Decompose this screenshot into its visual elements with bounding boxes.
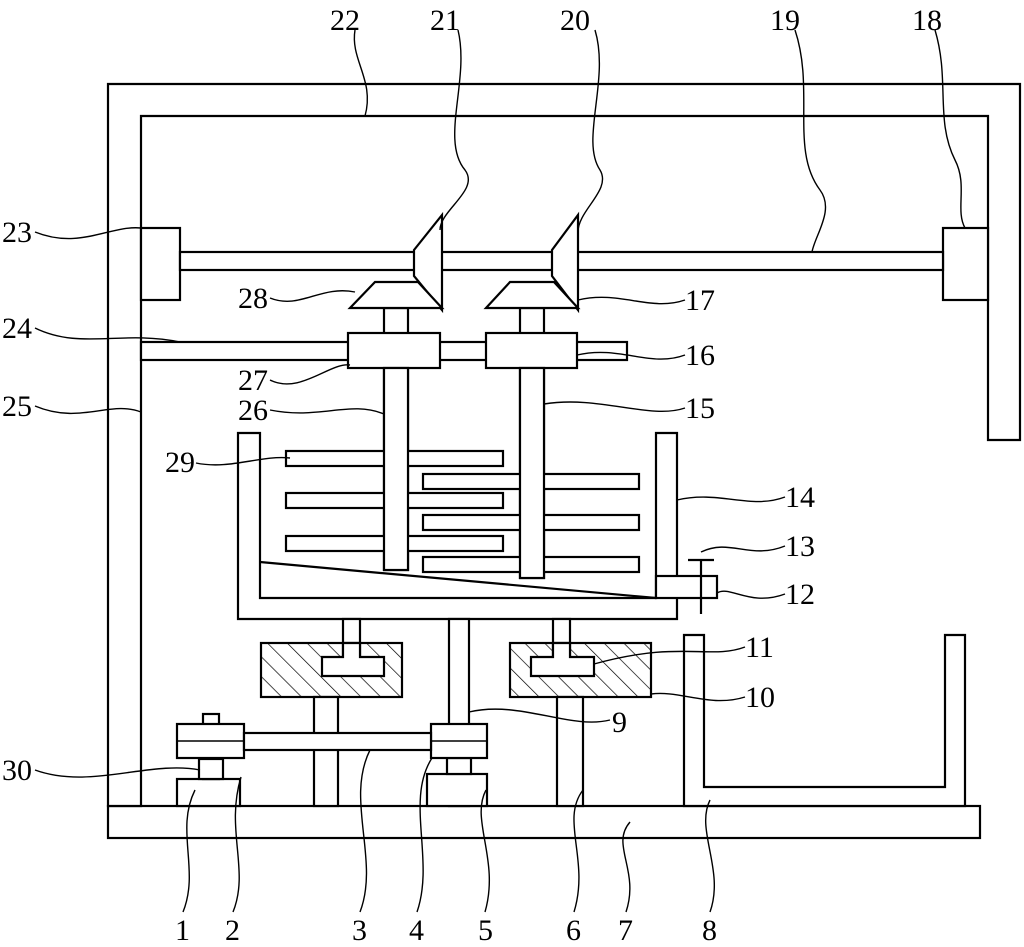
label-6: 6 [566, 914, 581, 947]
right-bearing-block [941, 226, 990, 302]
label-1: 1 [175, 914, 190, 947]
label-14: 14 [785, 481, 815, 514]
guide-block-left [259, 641, 404, 699]
pulley-left [175, 722, 246, 760]
leg-right [555, 695, 585, 808]
bearing-sleeve-16 [484, 331, 579, 370]
label-20: 20 [560, 4, 590, 37]
collection-box [682, 633, 967, 808]
label-23: 23 [2, 216, 32, 249]
leg-left [312, 695, 340, 808]
left-bearing-block [139, 226, 182, 302]
label-24: 24 [2, 312, 32, 345]
label-27: 27 [238, 364, 268, 397]
motor [175, 777, 242, 808]
reference-numerals: 22 21 20 19 18 23 24 25 28 27 26 29 30 1… [2, 4, 942, 947]
label-13: 13 [785, 530, 815, 563]
outlet-pipe [654, 574, 719, 600]
label-5: 5 [478, 914, 493, 947]
label-4: 4 [409, 914, 424, 947]
label-16: 16 [685, 339, 715, 372]
belt [242, 731, 433, 752]
guide-block-right [508, 641, 653, 699]
label-29: 29 [165, 446, 195, 479]
motor-collar [197, 757, 225, 781]
pulley-right [429, 722, 489, 760]
bevel-gear-20 [550, 211, 580, 314]
bevel-gear-17 [483, 280, 581, 310]
label-3: 3 [352, 914, 367, 947]
bearing-sleeve-27 [346, 331, 442, 370]
bevel-gear-28 [347, 280, 445, 310]
tank-sloped-bottom [259, 560, 657, 600]
label-15: 15 [685, 392, 715, 425]
label-21: 21 [430, 4, 460, 37]
label-30: 30 [2, 754, 32, 787]
label-10: 10 [745, 681, 775, 714]
label-18: 18 [912, 4, 942, 37]
label-2: 2 [225, 914, 240, 947]
label-11: 11 [745, 631, 774, 664]
label-19: 19 [770, 4, 800, 37]
bearing-seat [425, 772, 489, 808]
label-9: 9 [612, 706, 627, 739]
label-8: 8 [702, 914, 717, 947]
bearing-collar [445, 756, 473, 776]
bevel-gear-21 [412, 211, 444, 314]
mixing-tank [236, 431, 679, 621]
label-25: 25 [2, 390, 32, 423]
label-22: 22 [330, 4, 360, 37]
label-7: 7 [618, 914, 633, 947]
right-shaft-front [518, 366, 546, 580]
base-plate [106, 804, 982, 840]
label-17: 17 [685, 284, 715, 317]
label-28: 28 [238, 282, 268, 315]
leader-lines [34, 29, 966, 913]
label-12: 12 [785, 578, 815, 611]
frame [106, 82, 1022, 808]
left-shaft-front [382, 366, 410, 572]
label-26: 26 [238, 394, 268, 427]
